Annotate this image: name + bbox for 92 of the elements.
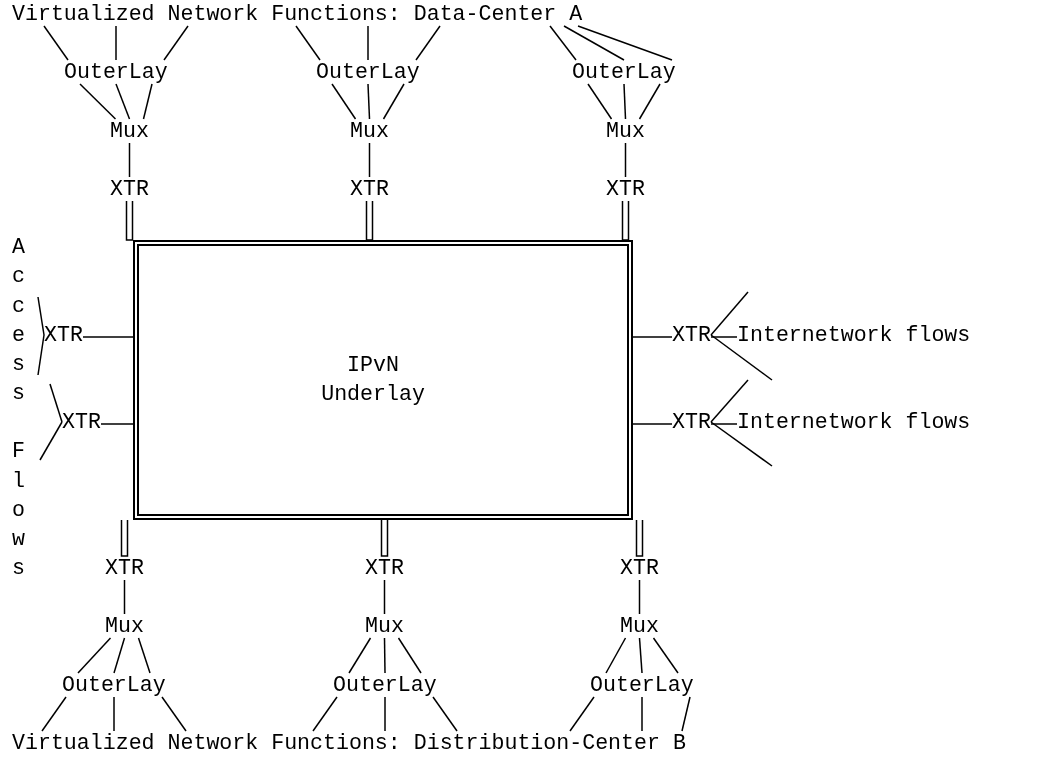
connector-line <box>710 334 773 381</box>
connector-line <box>37 334 45 376</box>
connector-line <box>383 579 386 615</box>
connector-line <box>681 696 691 732</box>
connector-line <box>587 83 613 120</box>
connector-line <box>569 696 595 732</box>
connector-line <box>563 25 625 61</box>
connector-line <box>161 696 187 732</box>
connector-line <box>641 696 643 732</box>
vertical-label: Flows <box>12 438 25 582</box>
mux-label: Mux <box>105 614 144 639</box>
connector-line <box>367 83 371 120</box>
connector-line <box>549 25 577 61</box>
connector-line <box>638 83 661 120</box>
connector-line <box>295 25 321 61</box>
connector-line <box>113 637 126 674</box>
connector-line <box>710 423 738 425</box>
connector-line <box>638 637 643 674</box>
connector-line <box>432 696 458 732</box>
connector-line <box>710 291 749 336</box>
vertical-label: Access <box>12 234 25 408</box>
connector-line <box>710 336 738 338</box>
connector-line <box>39 421 63 461</box>
network-functions-label: Virtualized Network Functions: Data-Center A <box>12 2 583 26</box>
connector-line <box>43 25 69 61</box>
underlay-text: IPvN Underlay <box>321 352 425 408</box>
connector-line <box>82 336 134 338</box>
connector-line <box>383 637 386 674</box>
connector-line <box>638 579 641 615</box>
connector-line <box>623 83 627 120</box>
overlay-label: OuterLay <box>572 60 676 85</box>
connector-line <box>37 296 45 336</box>
connector-line <box>621 200 630 241</box>
overlay-label: OuterLay <box>62 672 166 697</box>
mux-label: Mux <box>350 118 389 143</box>
connector-line <box>100 423 134 425</box>
underlay-box <box>133 240 633 520</box>
connector-line <box>49 383 63 423</box>
connector-line <box>137 637 151 674</box>
xtr-label: XTR <box>606 176 645 201</box>
connector-line <box>368 142 371 178</box>
connector-line <box>624 142 627 178</box>
connector-line <box>163 25 189 61</box>
xtr-label: XTR <box>105 556 144 581</box>
flow-label: Internetwork flows <box>737 322 971 347</box>
connector-line <box>415 25 441 61</box>
connector-line <box>125 200 134 241</box>
xtr-label: XTR <box>365 556 404 581</box>
connector-line <box>710 421 773 467</box>
xtr-label: XTR <box>620 556 659 581</box>
connector-line <box>331 83 357 120</box>
connector-line <box>123 579 126 615</box>
connector-line <box>312 696 338 732</box>
overlay-label: OuterLay <box>64 60 168 85</box>
xtr-label: XTR <box>110 176 149 201</box>
mux-label: Mux <box>606 118 645 143</box>
xtr-label: XTR <box>44 322 83 347</box>
overlay-label: OuterLay <box>316 60 420 85</box>
flow-label: Internetwork flows <box>737 410 971 435</box>
overlay-label: OuterLay <box>590 672 694 697</box>
connector-line <box>397 637 422 674</box>
xtr-label: XTR <box>672 410 711 435</box>
connector-line <box>142 83 153 120</box>
connector-line <box>365 200 374 241</box>
connector-line <box>382 83 405 120</box>
connector-line <box>77 637 112 674</box>
connector-line <box>41 696 67 732</box>
connector-line <box>605 637 627 674</box>
connector-line <box>115 83 131 120</box>
connector-line <box>367 25 369 61</box>
connector-line <box>113 696 115 732</box>
connector-line <box>577 25 673 61</box>
xtr-label: XTR <box>350 176 389 201</box>
connector-line <box>128 142 131 178</box>
network-functions-label: Virtualized Network Functions: Distribution-Center B <box>12 731 686 755</box>
connector-line <box>384 696 386 732</box>
overlay-label: OuterLay <box>333 672 437 697</box>
connector-line <box>635 519 644 557</box>
connector-line <box>652 637 679 674</box>
connector-line <box>120 519 129 557</box>
connector-line <box>115 25 117 61</box>
connector-line <box>632 423 673 425</box>
mux-label: Mux <box>620 614 659 639</box>
mux-label: Mux <box>365 614 404 639</box>
xtr-label: XTR <box>62 410 101 435</box>
connector-line <box>710 379 749 423</box>
mux-label: Mux <box>110 118 149 143</box>
connector-line <box>632 336 673 338</box>
connector-line <box>79 83 117 120</box>
connector-line <box>348 637 372 674</box>
xtr-label: XTR <box>672 322 711 347</box>
connector-line <box>380 519 389 557</box>
